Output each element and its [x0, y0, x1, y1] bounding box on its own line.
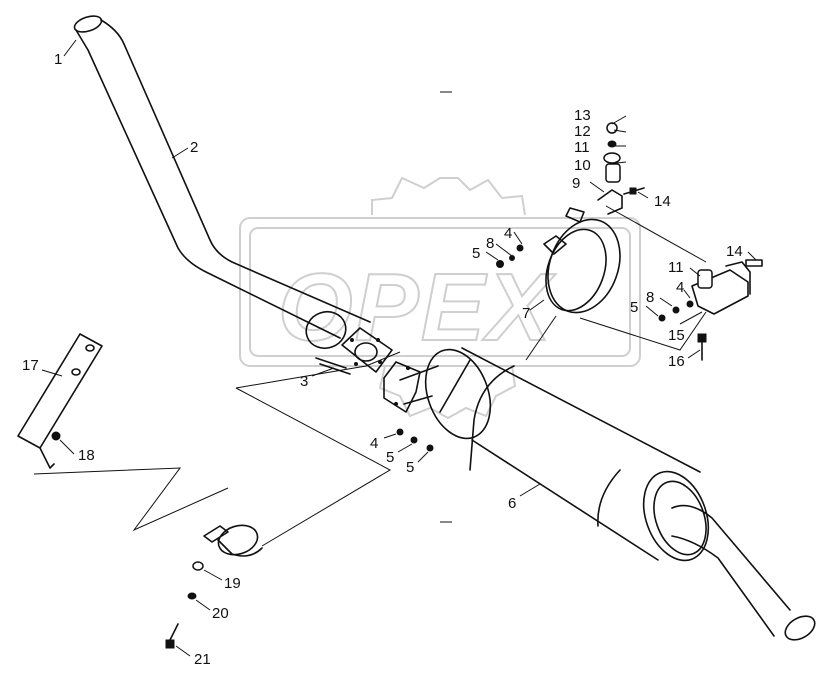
callout-5-muffler-a: 5 — [386, 449, 394, 466]
callout-15: 15 — [668, 327, 685, 344]
callout-12: 12 — [574, 123, 591, 140]
callout-7: 7 — [522, 305, 530, 322]
watermark-text: OPEX — [278, 254, 556, 361]
callout-17: 17 — [22, 357, 39, 374]
upper-mount-hardware — [597, 122, 707, 263]
watermark-logo: OPEX — [239, 176, 641, 420]
label-leaders — [41, 39, 757, 657]
tailpipe-clamp-assembly — [165, 524, 263, 649]
clamp-fasteners — [396, 244, 524, 452]
hanger-bracket — [17, 333, 103, 469]
callout-4-bracket: 4 — [676, 279, 684, 296]
right-bracket-hardware — [658, 259, 763, 361]
flange-gasket — [315, 327, 393, 375]
callout-4-muffler: 4 — [370, 435, 378, 452]
callout-19: 19 — [224, 575, 241, 592]
exhaust-inlet-pipe — [73, 15, 371, 350]
callout-1: 1 — [54, 51, 62, 68]
callout-4-clamp: 4 — [504, 225, 512, 242]
callout-labels: 1 2 3 4 4 4 5 5 5 5 6 7 8 8 9 10 11 11 1… — [22, 51, 743, 668]
callout-10: 10 — [574, 157, 591, 174]
muffler-strap-clamp — [543, 207, 621, 314]
callout-5-bracket: 5 — [630, 299, 638, 316]
callout-9: 9 — [572, 175, 580, 192]
callout-20: 20 — [212, 605, 229, 622]
callout-21: 21 — [194, 651, 211, 668]
callout-11-upper: 11 — [574, 139, 590, 156]
callout-5-muffler-b: 5 — [406, 459, 414, 476]
callout-16: 16 — [668, 353, 685, 370]
callout-13: 13 — [574, 107, 591, 124]
callout-11-bracket: 11 — [668, 259, 684, 276]
callout-18: 18 — [78, 447, 95, 464]
callout-6: 6 — [508, 495, 516, 512]
callout-3: 3 — [300, 373, 308, 390]
callout-8-bracket: 8 — [646, 289, 654, 306]
callout-14-bracket: 14 — [726, 243, 743, 260]
callout-2: 2 — [190, 139, 198, 156]
callout-8-clamp: 8 — [486, 235, 494, 252]
callout-14-upper: 14 — [654, 193, 671, 210]
callout-5-clamp: 5 — [472, 245, 480, 262]
muffler — [424, 347, 816, 641]
assembly-lines — [33, 91, 707, 547]
